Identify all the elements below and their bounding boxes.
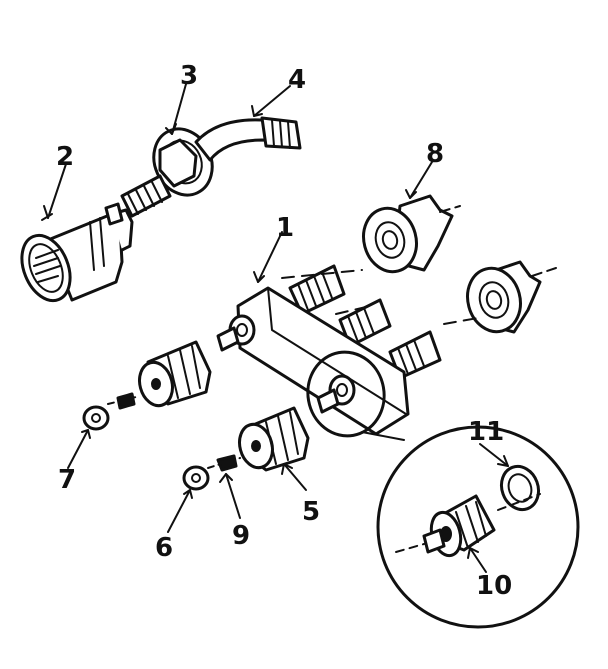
callout-3: 3 [180, 61, 198, 91]
handle-upper [107, 340, 212, 410]
callout-10: 10 [476, 571, 512, 601]
escutcheon-lower [466, 260, 557, 334]
callout-7: 7 [58, 465, 76, 495]
callout-1: 1 [276, 213, 294, 243]
leader-lines [41, 83, 509, 573]
callout-9: 9 [232, 521, 250, 551]
shower-head [20, 202, 134, 303]
callout-6: 6 [155, 533, 173, 563]
cartridge-detail-circle [376, 425, 580, 629]
callout-11: 11 [468, 417, 504, 447]
callout-2: 2 [56, 142, 74, 172]
callout-8: 8 [426, 139, 444, 169]
escutcheon-upper [362, 194, 461, 274]
valve-body [216, 264, 479, 441]
index-cap-upper [82, 405, 110, 431]
callout-4: 4 [288, 65, 306, 95]
shower-arm [194, 116, 302, 162]
handle-lower [207, 406, 310, 472]
callout-5: 5 [302, 497, 320, 527]
index-cap-lower [182, 465, 210, 491]
